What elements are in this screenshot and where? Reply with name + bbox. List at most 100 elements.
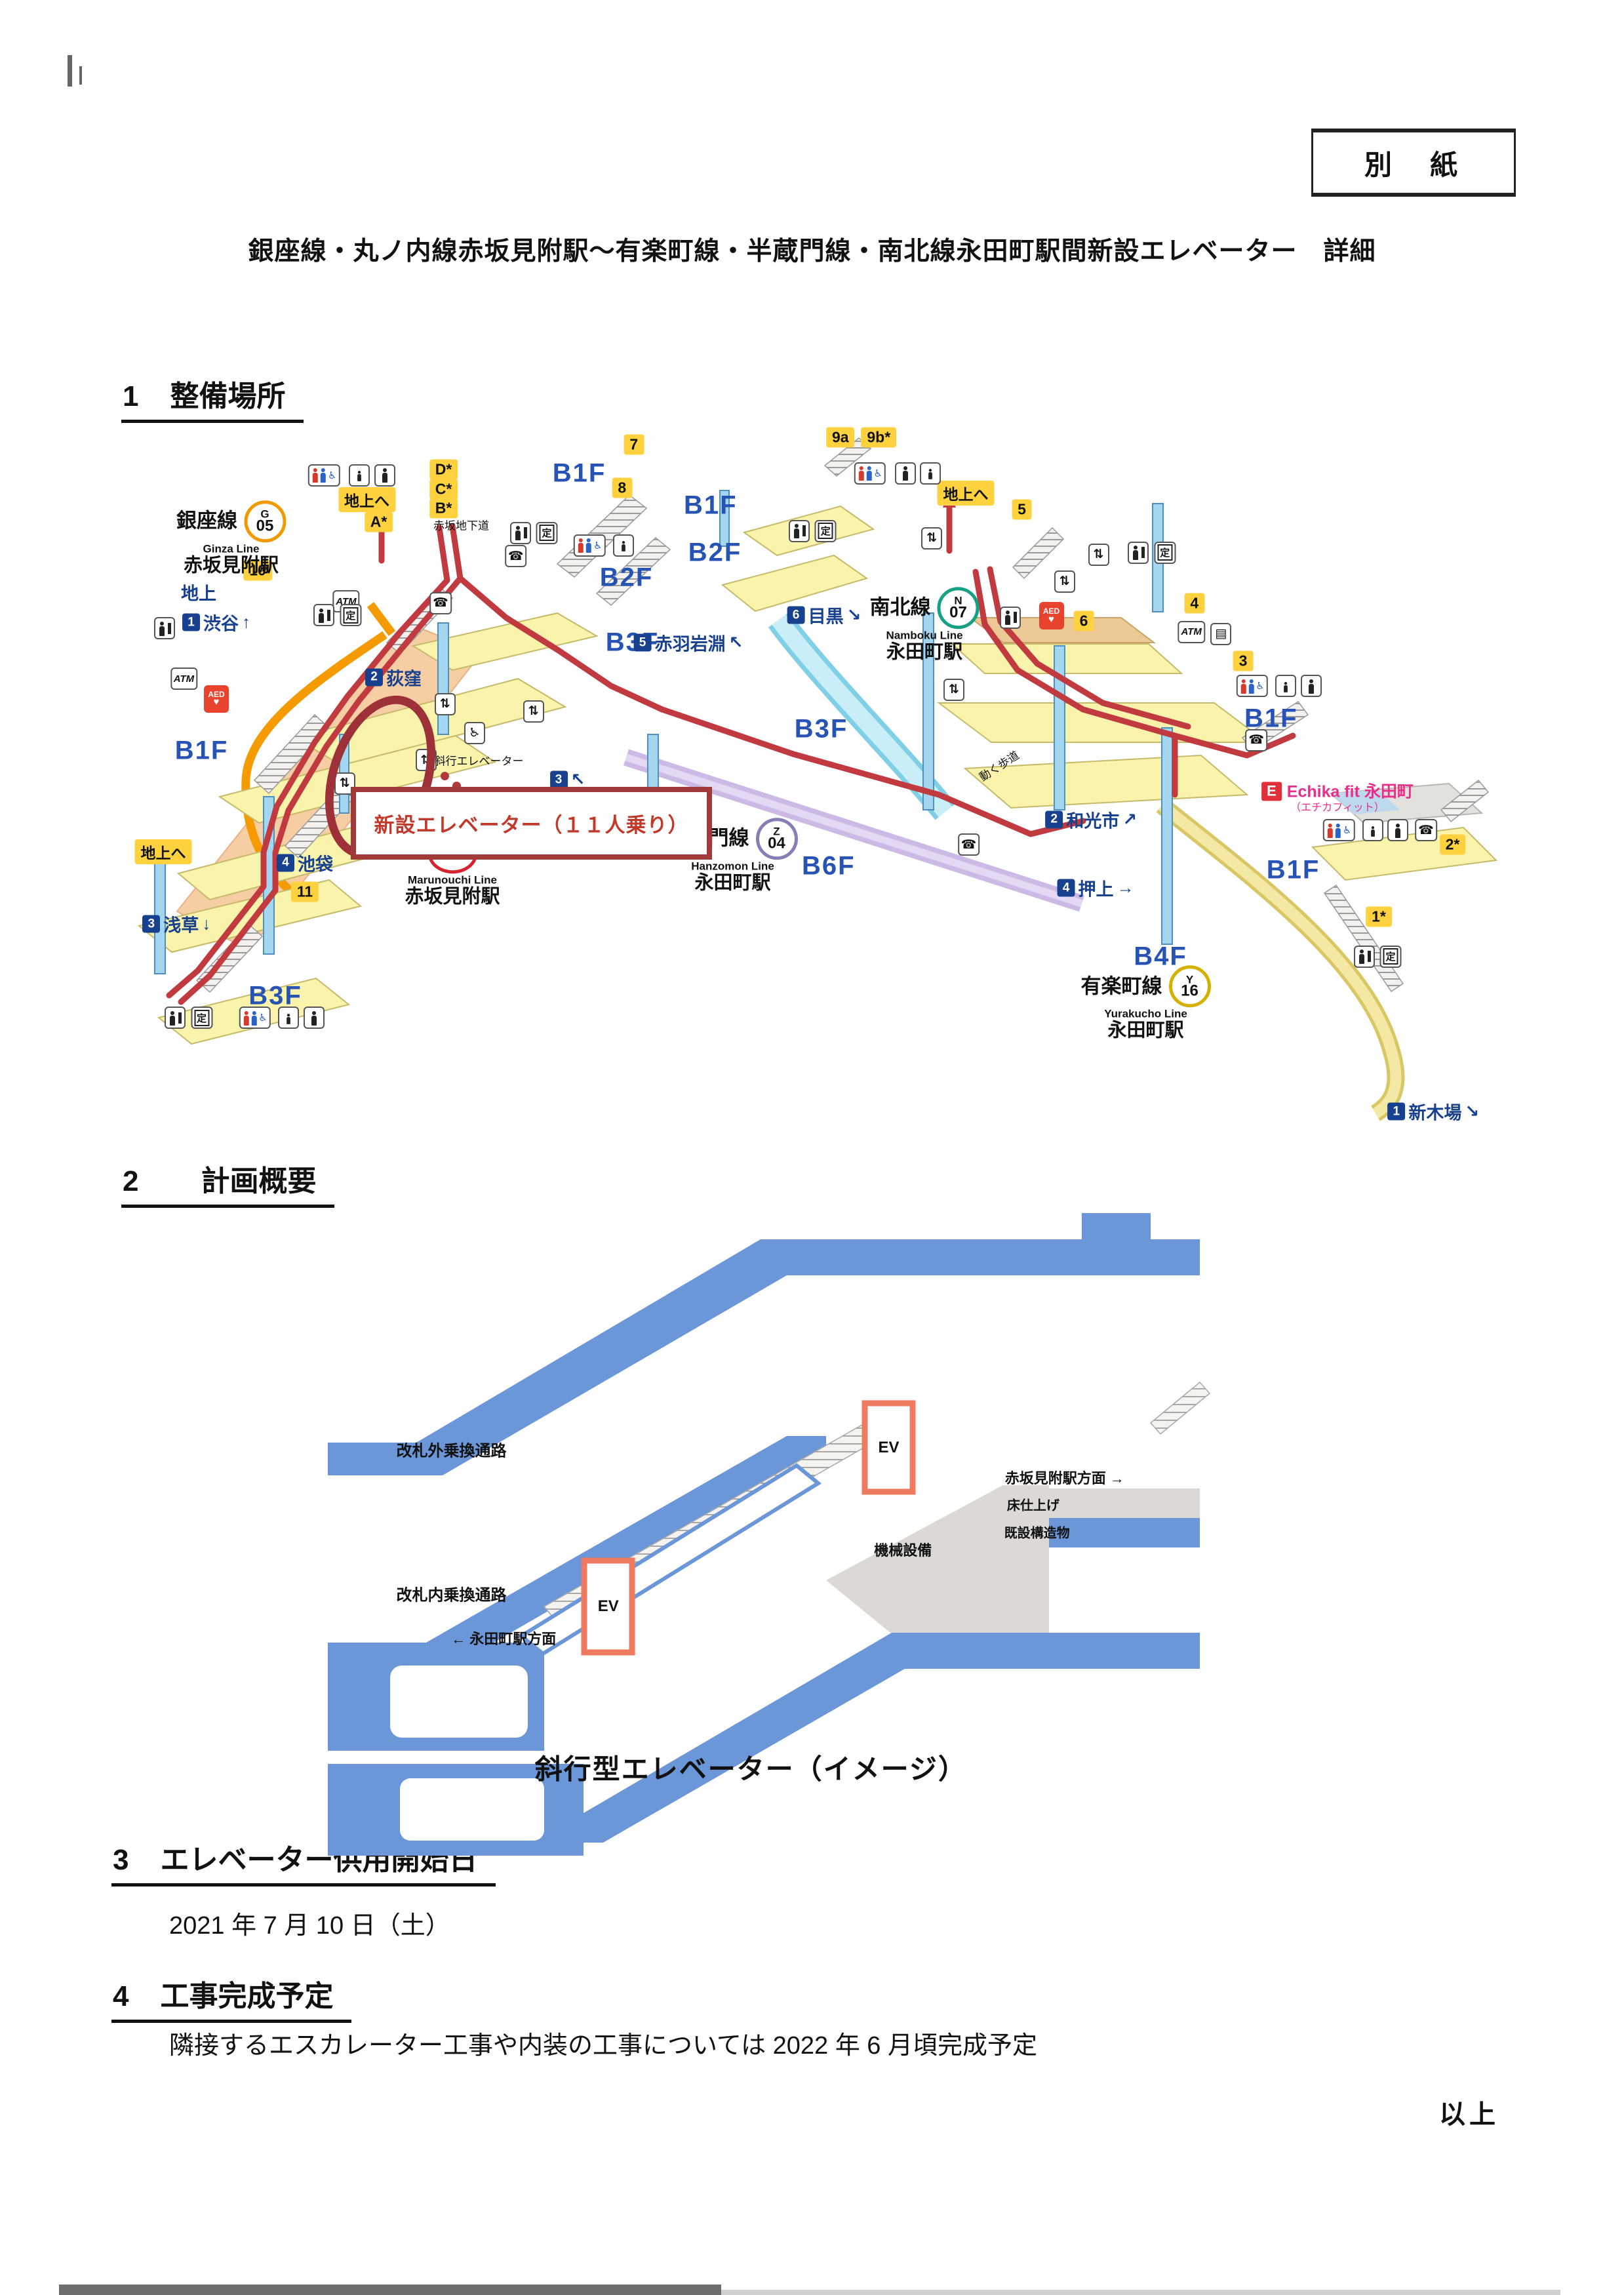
- aed-icon: AED♥: [1039, 602, 1064, 630]
- destination-name: 浅草: [163, 915, 199, 936]
- gate-icon: [165, 1007, 186, 1029]
- ticket-icon: 定: [1154, 541, 1176, 564]
- line-number: 05: [256, 516, 274, 534]
- direction-arrow-icon: ↘: [846, 605, 862, 625]
- person-pictogram-icon: [251, 1010, 257, 1026]
- line-name-en: Hanzomon Line: [691, 859, 774, 872]
- page-title: 銀座線・丸ノ内線赤坂見附駅～有楽町線・半蔵門線・南北線永田町駅間新設エレベーター…: [248, 237, 1376, 266]
- direction-destination: 3↖: [549, 770, 585, 790]
- map-text-label: 地上: [181, 584, 216, 604]
- baby-icon: [278, 1007, 300, 1029]
- wheelchair-icon: ♿: [593, 540, 603, 551]
- wc-icon: ♿: [308, 464, 340, 487]
- elevator-glyph: ⇅: [1093, 548, 1104, 562]
- line-name-en: Yurakucho Line: [1104, 1007, 1187, 1020]
- to-ground-badge: 地上へ: [134, 839, 192, 864]
- phone-icon: ☎: [957, 833, 980, 856]
- section-4-body: 隣接するエスカレーター工事や内装の工事については 2022 年 6 月頃完成予定: [169, 2032, 1038, 2060]
- person-icon: [1387, 819, 1409, 841]
- destination-name: 赤羽岩淵: [654, 634, 726, 654]
- person-pictogram-icon: [586, 538, 592, 553]
- floor-label: B6F: [801, 851, 856, 881]
- person-pictogram-icon: [902, 466, 908, 481]
- person-pictogram-icon: [515, 526, 521, 541]
- slope-icon: ♿: [464, 721, 485, 744]
- gate-icon: [154, 617, 176, 639]
- phone-glyph: ☎: [433, 596, 448, 610]
- direction-number-badge: 3: [549, 770, 568, 789]
- elev-icon: ⇅: [434, 692, 456, 715]
- wc-icon: ♿: [239, 1007, 271, 1029]
- person-pictogram-icon: [1308, 679, 1314, 694]
- exit-number-badge: 3: [1233, 650, 1254, 671]
- exit-number-badge: 8: [612, 477, 633, 498]
- floor-label: B1F: [552, 458, 606, 487]
- station-name: 永田町駅: [694, 871, 771, 893]
- person-pictogram-icon: [1328, 823, 1334, 838]
- direction-number-badge: 3: [142, 915, 161, 933]
- ticket-icon: 定: [814, 519, 837, 542]
- floor-label: B3F: [794, 714, 848, 744]
- ticket-icon: 定: [1379, 945, 1402, 968]
- section-4-title: 工事完成予定: [160, 1980, 334, 2012]
- elevator-glyph: ⇅: [528, 704, 539, 718]
- ticket-icon: 定: [190, 1007, 213, 1029]
- diagram-text-label: 床仕上げ: [1006, 1498, 1060, 1513]
- line-name-jp: 銀座線: [176, 509, 237, 532]
- gate-icon: [313, 604, 335, 627]
- direction-arrow-icon: ↖: [728, 632, 743, 652]
- diagram-art: [328, 1213, 1211, 1856]
- attachment-label: 別 紙: [1364, 149, 1463, 180]
- line-name-en: Namboku Line: [886, 628, 963, 641]
- direction-arrow-icon: →: [1117, 877, 1134, 898]
- wheelchair-icon: ♿: [328, 469, 337, 481]
- section-1-number: 1: [123, 380, 139, 412]
- person-pictogram-icon: [858, 466, 864, 481]
- line-name-en: Marunouchi Line: [407, 873, 497, 886]
- floor-label: B1F: [174, 736, 229, 765]
- scan-artifact-bar: [59, 2285, 721, 2295]
- diagram-text-label: 赤坂見附駅方面 →: [1004, 1470, 1124, 1487]
- destination-name: 新木場: [1408, 1103, 1462, 1123]
- direction-number-badge: 6: [787, 606, 805, 624]
- line-name-jp: 南北線: [869, 595, 931, 619]
- person-pictogram-icon: [159, 621, 165, 636]
- exit-number-badge: 7: [624, 434, 644, 454]
- diagram-text-label: ← 永田町駅方面: [451, 1631, 557, 1647]
- person-pictogram-icon: [1004, 610, 1010, 625]
- exit-number-badge: 9a: [825, 427, 855, 447]
- person-pictogram-icon: [357, 471, 362, 482]
- phone-icon: ☎: [1245, 728, 1268, 751]
- map-text-label: 斜行エレベーター: [434, 755, 524, 768]
- wheelchair-icon: ♿: [1256, 681, 1265, 692]
- floor-label: B2F: [599, 563, 654, 592]
- baby-icon: [613, 534, 634, 557]
- commuter-pass-glyph: 定: [539, 525, 555, 542]
- person-pictogram-icon: [1371, 826, 1375, 837]
- line-number: 07: [949, 603, 967, 621]
- line-name-jp: 有楽町線: [1080, 974, 1162, 997]
- direction-number-badge: 1: [182, 613, 200, 631]
- map-text-label: 赤坂地下道: [433, 519, 489, 532]
- person-pictogram-icon: [170, 1010, 175, 1026]
- gate-bar: [1367, 951, 1371, 962]
- exit-number-badge: A*: [364, 511, 393, 532]
- direction-arrow-icon: ↑: [242, 612, 250, 632]
- diagram-caption: 斜行型エレベーター（イメージ）: [534, 1753, 967, 1785]
- floor-label: B1F: [683, 490, 738, 520]
- person-pictogram-icon: [1395, 823, 1401, 838]
- elevator-glyph: ⇅: [926, 531, 938, 545]
- phone-glyph: ☎: [507, 549, 524, 563]
- station-name: 赤坂見附駅: [405, 885, 500, 907]
- baby-icon: [920, 462, 941, 485]
- gate-icon: [999, 606, 1021, 629]
